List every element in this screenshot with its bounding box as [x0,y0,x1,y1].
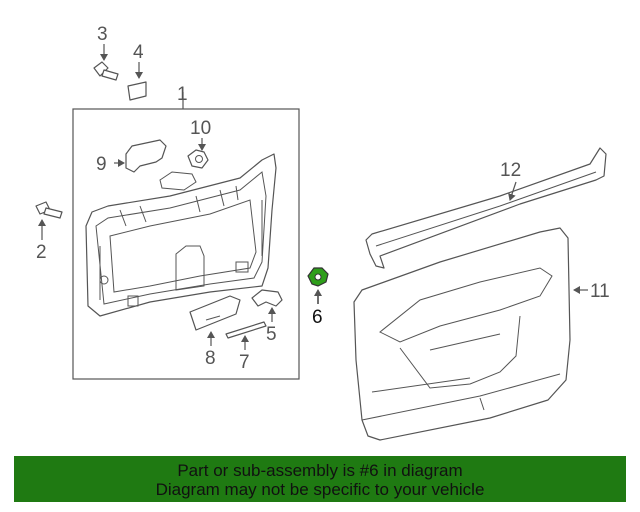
bracket-9: 9 [96,139,167,175]
clip-4: 4 [127,42,147,101]
parts-diagram: 1 2 3 4 9 [35,24,610,441]
callout-4: 4 [133,42,144,63]
callout-12: 12 [500,160,521,181]
liftgate-panel-11: 11 [353,227,610,441]
bolt-10: 10 [187,118,211,169]
callout-11: 11 [590,281,610,302]
bracket-5: 5 [251,289,283,345]
screw-3: 3 [93,24,119,81]
inner-trim-panel [85,153,277,317]
callout-7: 7 [239,352,250,373]
highlighted-clip-6: 6 [307,267,329,328]
callout-1: 1 [177,84,188,105]
info-banner: Part or sub-assembly is #6 in diagram Di… [14,456,626,502]
callout-5: 5 [266,324,277,345]
strip-7: 7 [225,321,267,373]
spoiler-12: 12 [365,147,607,269]
assembly-box: 1 [72,84,300,380]
callout-8: 8 [205,348,216,369]
callout-3: 3 [97,24,108,45]
callout-6: 6 [312,307,323,328]
callout-2: 2 [36,242,47,263]
seal-8: 8 [189,295,241,369]
banner-line-2: Diagram may not be specific to your vehi… [155,480,485,499]
callout-9: 9 [96,154,107,175]
bolt-2: 2 [35,201,63,263]
callout-10: 10 [190,118,211,139]
banner-line-1: Part or sub-assembly is #6 in diagram [177,461,463,480]
